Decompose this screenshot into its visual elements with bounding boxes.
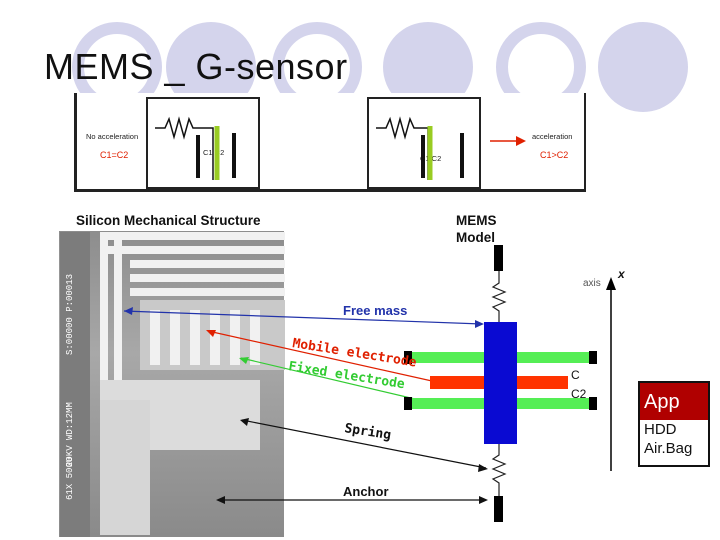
- app-header: [640, 383, 708, 420]
- no-acceleration-label: No acceleration: [86, 132, 139, 141]
- bottom-spring: [491, 444, 507, 496]
- spring-label: Spring: [343, 421, 392, 443]
- photo-caption-2: 20KV WD:12MM: [65, 402, 75, 467]
- free-mass: [484, 322, 517, 444]
- free-mass-arrow: [123, 307, 484, 328]
- fixed-electrode-arrow: [239, 357, 433, 404]
- c2-label: C2: [571, 387, 587, 401]
- mems-model-heading-2: Model: [456, 230, 495, 245]
- structure-heading: Silicon Mechanical Structure: [76, 213, 261, 228]
- fixed-electrodes: [404, 351, 597, 410]
- mems-model-heading-1: MEMS: [456, 213, 497, 228]
- acceleration-label: acceleration: [532, 132, 573, 141]
- c1-label: C: [571, 368, 580, 382]
- photo-caption-3: 61X 500U: [65, 457, 75, 500]
- bottom-anchor: [494, 496, 503, 522]
- acceleration-arrow: [490, 136, 526, 146]
- top-spring: [491, 271, 507, 322]
- app-item-airbag: Air.Bag: [644, 440, 693, 457]
- photo-caption-1: S:00000 P:00013: [65, 274, 75, 355]
- slide-title: MEMS _ G-sensor: [44, 46, 348, 87]
- anchor-arrow: [216, 496, 488, 504]
- greater-capacitance-label: C1>C2: [540, 150, 569, 160]
- mobile-electrode-arrow: [206, 330, 433, 382]
- decor-circle-6: [598, 22, 688, 112]
- top-anchor: [494, 245, 503, 271]
- x-axis-arrow: [606, 277, 616, 471]
- free-mass-label: Free mass: [343, 303, 407, 318]
- right-panel-schematic: [376, 116, 464, 180]
- spring-arrow: [240, 418, 488, 472]
- anchor-label: Anchor: [343, 484, 389, 499]
- left-panel-schematic: [155, 116, 236, 180]
- no-acceleration-panel: [146, 97, 260, 189]
- axis-variable: x: [617, 267, 626, 281]
- app-item-hdd: HDD: [644, 421, 677, 438]
- app-title: App: [644, 391, 680, 413]
- axis-label: axis: [583, 278, 601, 289]
- photo-comb-structure: [60, 232, 285, 537]
- equal-capacitance-label: C1=C2: [100, 150, 129, 160]
